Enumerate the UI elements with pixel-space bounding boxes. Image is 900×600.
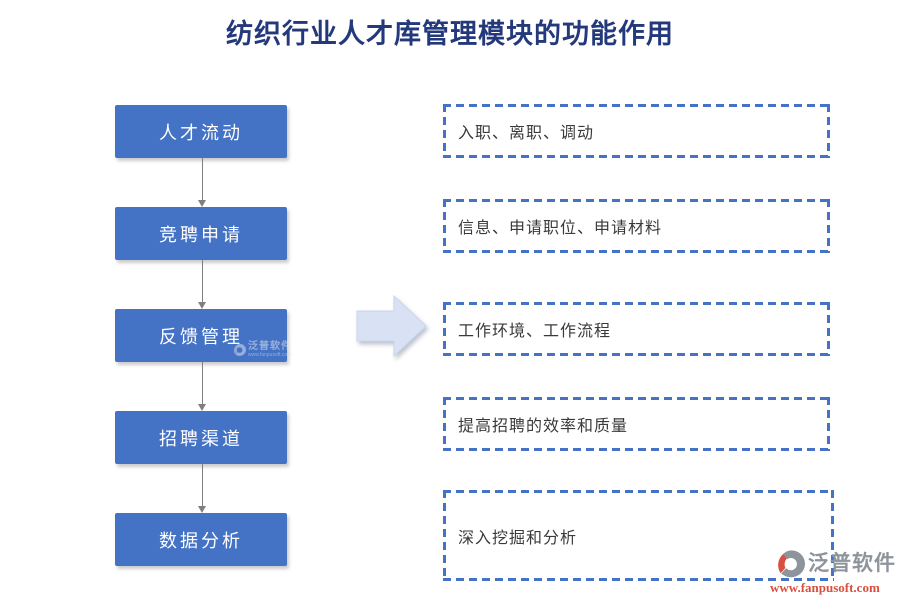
connector-line xyxy=(201,362,203,404)
down-arrow-connector xyxy=(197,158,207,207)
page-title: 纺织行业人才库管理模块的功能作用 xyxy=(226,19,674,49)
flow-step-data-analysis: 数据分析 xyxy=(115,513,287,566)
desc-box-data-analysis: 深入挖掘和分析 xyxy=(443,490,834,581)
desc-box-recruitment-channels: 提高招聘的效率和质量 xyxy=(443,397,830,451)
desc-box-feedback-management: 工作环境、工作流程 xyxy=(443,302,830,356)
right-block-arrow-icon xyxy=(356,294,427,358)
flow-step-label: 数据分析 xyxy=(159,530,243,551)
flow-step-competition-application: 竞聘申请 xyxy=(115,207,287,260)
flow-step-label: 招聘渠道 xyxy=(159,428,243,449)
fanpu-logo-row: 泛普软件 xyxy=(776,548,896,580)
flow-step-talent-mobility: 人才流动 xyxy=(115,105,287,158)
arrowhead-icon xyxy=(198,200,206,207)
down-arrow-connector xyxy=(197,260,207,309)
desc-box-competition-application: 信息、申请职位、申请材料 xyxy=(443,199,830,253)
desc-text: 入职、离职、调动 xyxy=(458,125,595,142)
arrowhead-icon xyxy=(198,404,206,411)
flow-step-feedback-management: 反馈管理 xyxy=(115,309,287,362)
flow-step-recruitment-channels: 招聘渠道 xyxy=(115,411,287,464)
down-arrow-connector xyxy=(197,362,207,411)
flow-step-label: 反馈管理 xyxy=(159,326,243,347)
desc-text: 信息、申请职位、申请材料 xyxy=(458,220,663,237)
flow-step-label: 竞聘申请 xyxy=(159,224,243,245)
arrowhead-icon xyxy=(198,302,206,309)
connector-line xyxy=(201,260,203,302)
desc-text: 提高招聘的效率和质量 xyxy=(458,418,629,435)
fanpu-logo-brand: 泛普软件 xyxy=(808,552,896,576)
fanpu-logo: 泛普软件 www.fanpusoft.com xyxy=(770,548,896,594)
connector-line xyxy=(201,158,203,200)
desc-box-talent-mobility: 入职、离职、调动 xyxy=(443,104,830,158)
connector-line xyxy=(201,464,203,506)
flow-step-label: 人才流动 xyxy=(159,122,243,143)
desc-text: 深入挖掘和分析 xyxy=(458,529,578,547)
arrowhead-icon xyxy=(198,506,206,513)
fanpu-logo-url: www.fanpusoft.com xyxy=(770,580,880,595)
fanpu-logo-icon xyxy=(778,550,805,578)
down-arrow-connector xyxy=(197,464,207,513)
desc-text: 工作环境、工作流程 xyxy=(458,323,612,340)
